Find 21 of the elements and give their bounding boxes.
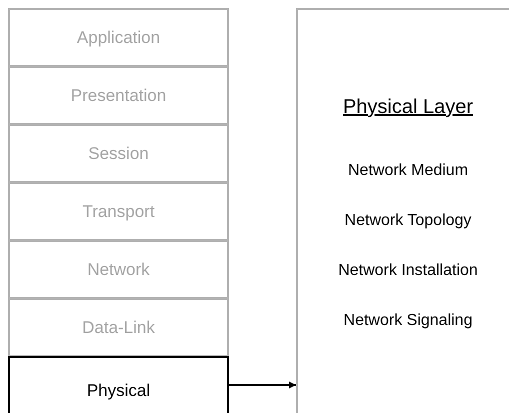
layer-box: [8, 8, 229, 67]
layer-label: Application: [76, 28, 160, 48]
layer-box: [8, 66, 229, 125]
layer-label: Physical: [86, 381, 150, 401]
layer-box: [8, 182, 229, 241]
list-item: Network Topology: [344, 212, 472, 229]
layer-label: Session: [88, 144, 149, 164]
panel-heading: Physical Layer: [342, 96, 474, 118]
list-item: Network Installation: [338, 262, 478, 279]
detail-panel: [296, 8, 509, 413]
layer-box: [8, 124, 229, 183]
layer-label: Network: [87, 260, 150, 280]
list-item: Network Medium: [348, 162, 468, 179]
list-item: Network Signaling: [344, 312, 472, 329]
layer-label: Data-Link: [82, 318, 155, 338]
arrow: [229, 382, 296, 388]
layer-box: [8, 356, 229, 413]
layer-label: Transport: [82, 202, 155, 222]
layer-label: Presentation: [70, 86, 166, 106]
layer-box: [8, 240, 229, 299]
layer-box: [8, 298, 229, 357]
